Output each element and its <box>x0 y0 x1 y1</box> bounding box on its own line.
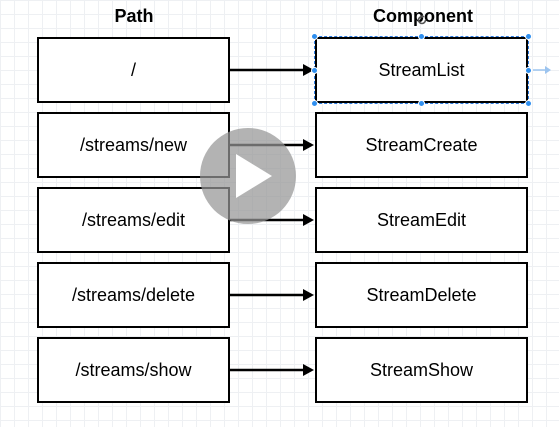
play-icon <box>236 154 272 198</box>
path-label: / <box>130 59 136 80</box>
resize-handle-right[interactable] <box>525 67 532 74</box>
path-box-root[interactable]: / <box>37 37 230 103</box>
path-box-streams-show[interactable]: /streams/show <box>37 337 230 403</box>
resize-handle-top-right[interactable] <box>525 33 532 40</box>
arrow-row-0[interactable] <box>230 64 314 76</box>
component-label: StreamList <box>378 59 465 80</box>
component-label: StreamDelete <box>366 284 477 305</box>
path-box-streams-edit[interactable]: /streams/edit <box>37 187 230 253</box>
arrow-row-3[interactable] <box>230 289 314 301</box>
resize-handle-top-left[interactable] <box>311 33 318 40</box>
resize-handle-left[interactable] <box>311 67 318 74</box>
connect-arrow-icon[interactable] <box>532 63 552 77</box>
path-box-streams-delete[interactable]: /streams/delete <box>37 262 230 328</box>
path-label: /streams/edit <box>81 209 186 230</box>
rotate-icon[interactable] <box>416 14 428 26</box>
arrow-row-4[interactable] <box>230 364 314 376</box>
resize-handle-bottom-right[interactable] <box>525 100 532 107</box>
component-label: StreamShow <box>369 359 474 380</box>
path-column-header: Path <box>114 6 154 26</box>
path-label: /streams/show <box>75 359 192 380</box>
resize-handle-top[interactable] <box>418 33 425 40</box>
component-label: StreamEdit <box>376 209 467 230</box>
resize-handle-bottom-left[interactable] <box>311 100 318 107</box>
component-label: StreamCreate <box>365 134 478 155</box>
component-box-streamedit[interactable]: StreamEdit <box>315 187 528 253</box>
component-box-streamdelete[interactable]: StreamDelete <box>315 262 528 328</box>
component-box-streamshow[interactable]: StreamShow <box>315 337 528 403</box>
component-box-streamcreate[interactable]: StreamCreate <box>315 112 528 178</box>
path-label: /streams/new <box>79 134 188 155</box>
path-label: /streams/delete <box>71 284 196 305</box>
resize-handle-bottom[interactable] <box>418 100 425 107</box>
play-button[interactable] <box>200 128 296 224</box>
